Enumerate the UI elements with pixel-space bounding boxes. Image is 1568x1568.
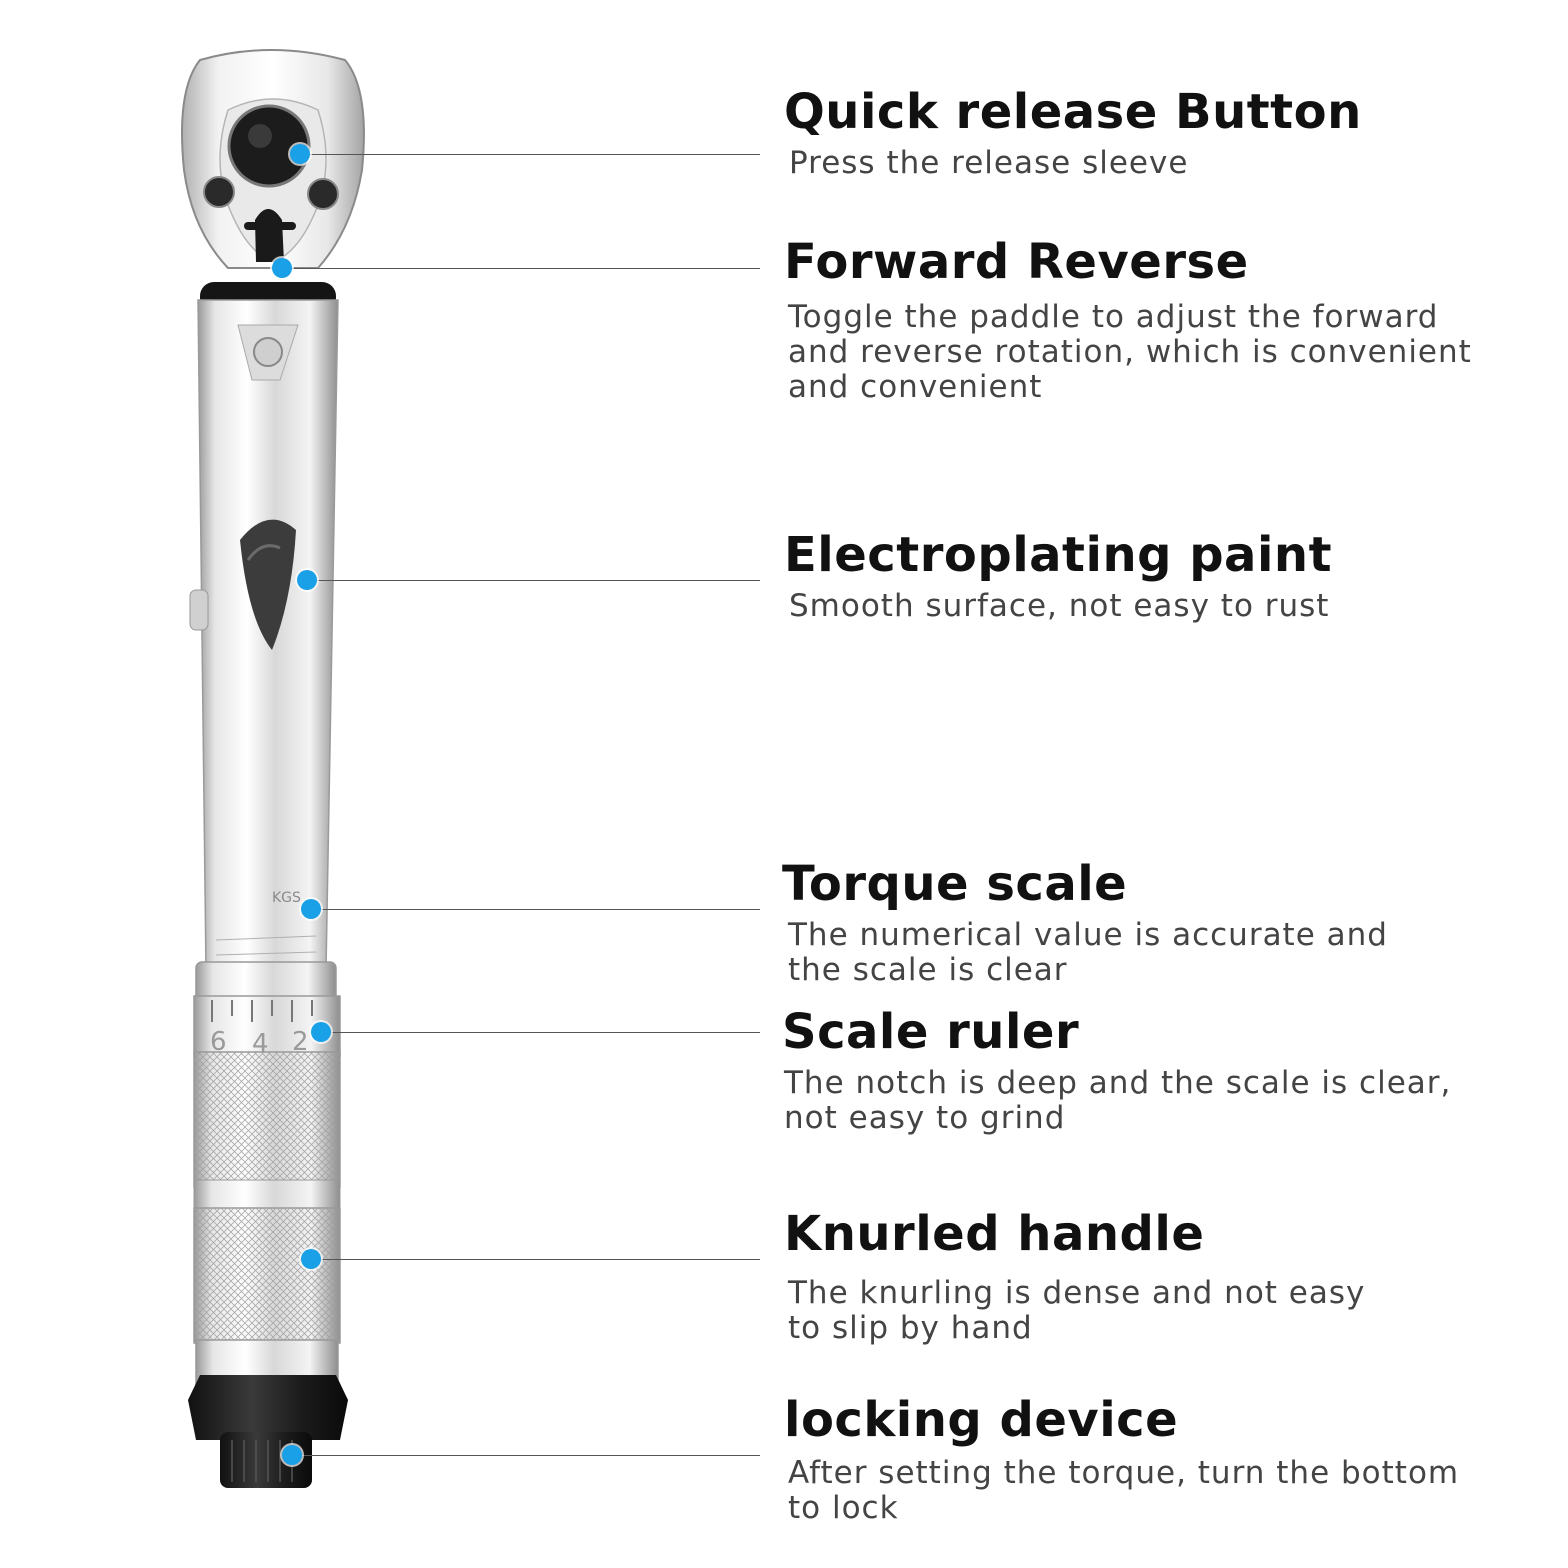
feature-locking-device: locking device After setting the torque,… (784, 1392, 1459, 1526)
description-line: and reverse rotation, which is convenien… (788, 334, 1472, 370)
feature-description: Toggle the paddle to adjust the forward … (788, 300, 1472, 405)
reverse-paddle-icon (255, 209, 284, 262)
description-line: Press the release sleeve (789, 145, 1189, 181)
feature-scale-ruler: Scale ruler The notch is deep and the sc… (782, 1004, 1451, 1136)
feature-description: The numerical value is accurate and the … (788, 918, 1388, 988)
callout-dot-icon (311, 1022, 331, 1042)
sleeve-number: 2 (292, 1027, 309, 1057)
description-line: Toggle the paddle to adjust the forward (788, 299, 1439, 335)
leader-line-locking-device (292, 1455, 760, 1456)
feature-electroplating: Electroplating paint Smooth surface, not… (784, 527, 1332, 624)
leader-line-scale-ruler (321, 1032, 760, 1033)
callout-dot-icon (272, 258, 292, 278)
release-button-icon (227, 104, 311, 188)
description-line: The knurling is dense and not easy (788, 1275, 1366, 1311)
screw-icon (307, 178, 339, 210)
description-line: Smooth surface, not easy to rust (789, 588, 1330, 624)
feature-description: The knurling is dense and not easy to sl… (788, 1276, 1365, 1346)
leader-line-release (300, 154, 760, 155)
callout-dot-icon (301, 1249, 321, 1269)
description-line: not easy to grind (784, 1100, 1066, 1136)
feature-title: Scale ruler (782, 1004, 1080, 1060)
callout-dot-icon (301, 899, 321, 919)
feature-description: After setting the torque, turn the botto… (788, 1456, 1459, 1526)
feature-title: Quick release Button (784, 84, 1362, 140)
feature-forward-reverse: Forward Reverse Toggle the paddle to adj… (784, 234, 1472, 405)
description-line: After setting the torque, turn the botto… (788, 1455, 1460, 1491)
callout-dot-icon (297, 570, 317, 590)
description-line: The numerical value is accurate and (788, 917, 1388, 953)
feature-description: Press the release sleeve (789, 146, 1362, 181)
leader-line-knurled-handle (311, 1259, 760, 1260)
feature-title: locking device (784, 1392, 1179, 1448)
ratchet-head (181, 49, 365, 269)
knurled-handle (193, 1051, 341, 1391)
feature-description: Smooth surface, not easy to rust (789, 589, 1332, 624)
description-line: to lock (788, 1490, 899, 1526)
leader-line-forward-reverse (282, 268, 760, 269)
torque-wrench-image: KGS 6 4 2 (181, 49, 365, 1488)
callout-dot-icon (290, 144, 310, 164)
feature-title: Torque scale (782, 856, 1128, 912)
scale-sleeve: 6 4 2 (193, 961, 341, 1059)
feature-title: Knurled handle (784, 1206, 1205, 1262)
locking-cap (188, 1375, 348, 1488)
description-line: The notch is deep and the scale is clear… (784, 1065, 1452, 1101)
main-tube: KGS (189, 299, 339, 971)
feature-title: Forward Reverse (784, 234, 1249, 290)
callout-dot-icon (282, 1445, 302, 1465)
sleeve-number: 6 (210, 1027, 227, 1057)
feature-quick-release: Quick release Button Press the release s… (784, 84, 1362, 181)
feature-description: The notch is deep and the scale is clear… (784, 1066, 1451, 1136)
feature-title: Electroplating paint (784, 527, 1333, 583)
leader-line-electroplating (307, 580, 760, 581)
scale-unit-label: KGS (272, 890, 301, 906)
feature-torque-scale: Torque scale The numerical value is accu… (782, 856, 1388, 988)
feature-knurled-handle: Knurled handle The knurling is dense and… (784, 1206, 1365, 1346)
description-line: and convenient (788, 369, 1043, 405)
description-line: the scale is clear (788, 952, 1068, 988)
screw-icon (203, 176, 235, 208)
description-line: to slip by hand (788, 1310, 1033, 1346)
leader-line-torque-scale (311, 909, 760, 910)
